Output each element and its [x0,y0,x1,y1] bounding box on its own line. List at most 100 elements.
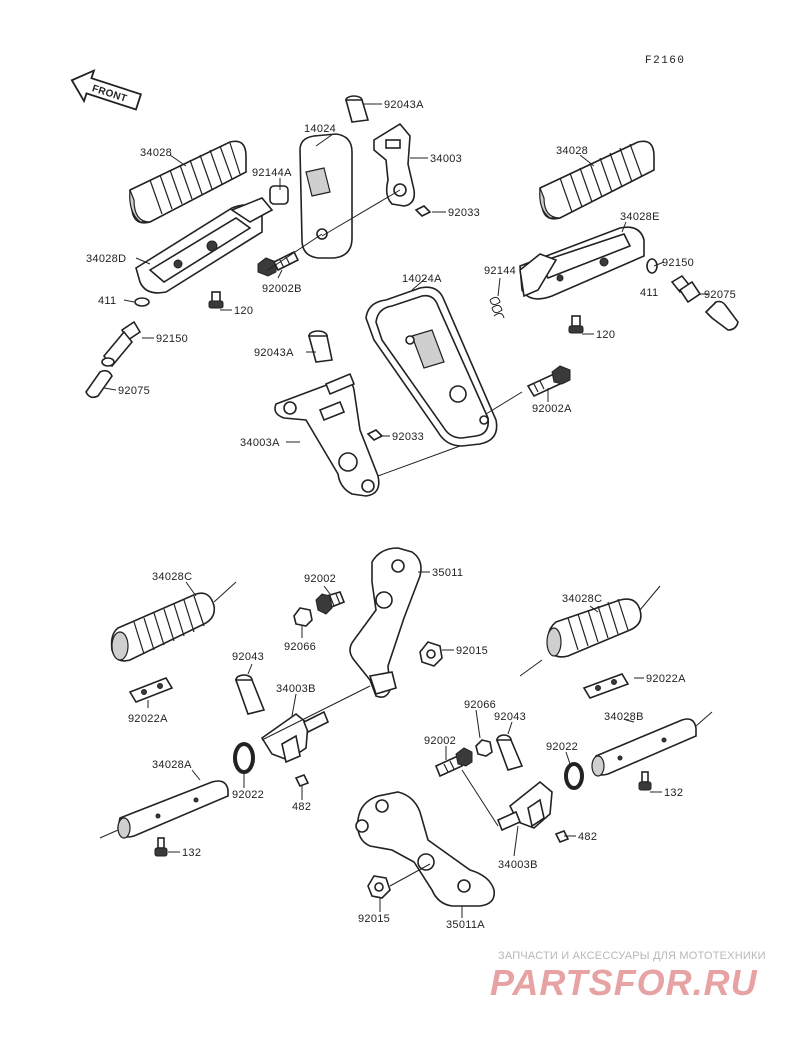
label-34028B: 34028B [604,711,644,723]
label-34028A: 34028A [152,759,192,771]
bolt-92043A-top [344,95,370,123]
label-92002B: 92002B [262,283,302,295]
pin-92150-right [670,274,702,304]
clip-482-left [294,773,310,788]
nut-92015-upper [419,641,443,667]
pin-92150-left [101,320,142,368]
label-34003B-left: 34003B [276,683,316,695]
spring-92144A [269,185,289,205]
hanger-bracket-35011 [261,547,422,741]
watermark-logo[interactable]: PARTSFOR.RU [490,962,758,1003]
bolt-132-right [638,771,652,791]
label-92043-left: 92043 [232,651,264,663]
label-34028E: 34028E [620,211,660,223]
bolt-92043-left [234,674,266,715]
washer-411-left [134,297,150,307]
label-34028-left: 34028 [140,147,172,159]
label-92075-left: 92075 [118,385,150,397]
heel-plate-14024A [365,286,498,447]
label-92066-right: 92066 [464,699,496,711]
nut-92015-lower [367,875,391,899]
part-labels: 92043A 14024 34003 34028 92144A 92033 34… [86,99,736,931]
bolt-92002B [257,250,300,277]
label-92002-top: 92002 [304,573,336,585]
clip-92033-upper [414,205,432,217]
label-92002A: 92002A [532,403,572,415]
footpeg-34028E [519,226,645,300]
label-120-left: 120 [234,305,253,317]
leaders-lower [147,571,662,918]
label-411-right: 411 [640,287,658,299]
footpeg-rubber-34028C-right [519,585,661,677]
label-34028D: 34028D [86,253,126,265]
label-92144: 92144 [484,265,516,277]
label-92075-right: 92075 [704,289,736,301]
label-35011A: 35011A [446,919,485,931]
label-482-right: 482 [578,831,597,843]
bolt-92002A [526,365,571,398]
bolt-120-right [568,315,584,334]
label-34003B-right: 34003B [498,859,538,871]
label-92150-right: 92150 [662,257,694,269]
label-92043A-top: 92043A [384,99,424,111]
plate-92022A-right [582,673,630,699]
label-92022-left: 92022 [232,789,264,801]
label-34003: 34003 [430,153,462,165]
label-92144A: 92144A [252,167,292,179]
footpeg-rubber-34028-right [539,140,655,220]
figure-code: F2160 [645,55,686,67]
spring-92144 [489,296,505,319]
footpeg-34028D [135,197,274,294]
label-34028C-left: 34028C [152,571,192,583]
front-arrow-icon: FRONT [70,68,143,111]
label-92033-lower: 92033 [392,431,424,443]
label-132-right: 132 [664,787,683,799]
watermark-caption: ЗАПЧАСТИ И АКСЕССУАРЫ ДЛЯ МОТОТЕХНИКИ [498,950,766,962]
hanger-bracket-35011A [355,791,496,907]
label-92015-lower: 92015 [358,913,390,925]
leaders-upper [103,103,708,477]
label-92002-lower: 92002 [424,735,456,747]
plate-92022A-left [128,677,174,703]
footpeg-rubber-34028-left [129,140,247,224]
label-92033-upper: 92033 [448,207,480,219]
washer-411-right [646,258,658,274]
footpeg-34028B [591,711,713,777]
label-92022-right: 92022 [546,741,578,753]
bracket-34003B-left [260,710,330,764]
label-34028-right: 34028 [556,145,588,157]
label-92022A-right: 92022A [646,673,686,685]
sleeve-92075-right [704,300,739,331]
clip-482-right [554,829,570,844]
footpeg-rubber-34028C-left [110,581,237,662]
washer-92022-right [564,762,584,790]
bolt-120-left [208,291,224,309]
footpeg-34028A [99,780,229,839]
bolt-92002-left [315,591,346,615]
sleeve-92075-left [85,369,113,399]
label-35011: 35011 [432,567,463,579]
label-92043A-lower: 92043A [254,347,294,359]
label-482-left: 482 [292,801,311,813]
label-120-right: 120 [596,329,615,341]
heel-plate-14024 [299,133,353,259]
bracket-34003A [274,372,380,497]
label-132-left: 132 [182,847,201,859]
bracket-34003B-right [496,780,553,832]
bolt-132-left [154,837,168,857]
label-92015-upper: 92015 [456,645,488,657]
label-34003A: 34003A [240,437,280,449]
bolt-92043A-lower [307,330,333,363]
nut-92066-left [293,607,313,627]
label-92022A-left: 92022A [128,713,168,725]
label-92150-left: 92150 [156,333,188,345]
label-92043-right: 92043 [494,711,526,723]
label-14024A: 14024A [402,273,442,285]
label-411-left: 411 [98,295,116,307]
label-14024: 14024 [304,123,336,135]
nut-92066-right [475,739,493,757]
washer-92022-left [233,742,255,774]
label-34028C-right: 34028C [562,593,602,605]
bolt-92002-right [434,747,473,778]
